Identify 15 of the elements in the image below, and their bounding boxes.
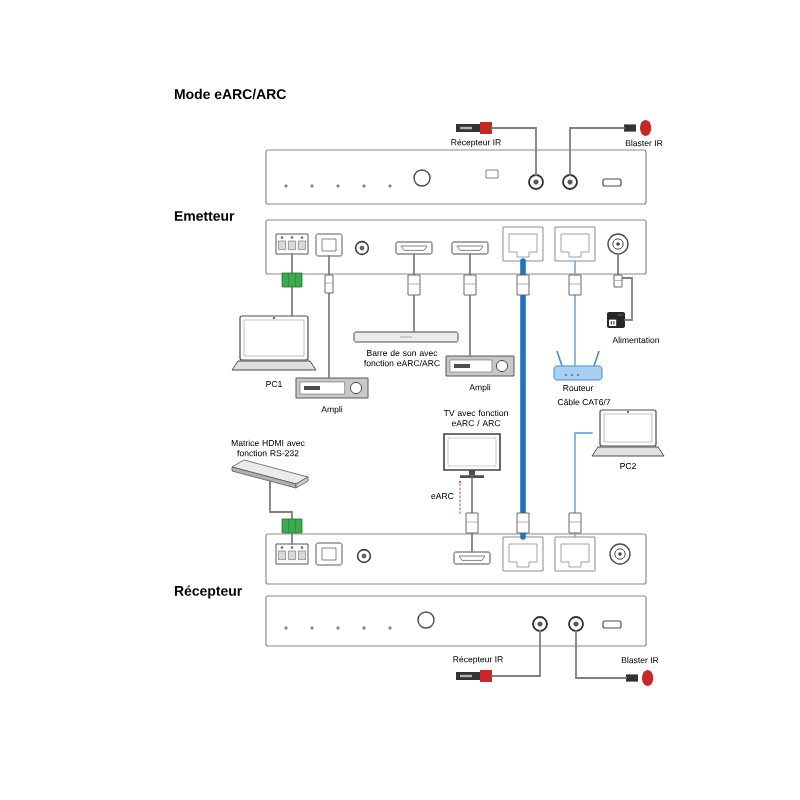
- ir-jack: [568, 616, 584, 632]
- ethernet-port: [554, 226, 596, 262]
- hdmi-port: [451, 241, 489, 255]
- power-jack: [607, 233, 629, 255]
- device-panel: [265, 149, 647, 205]
- ir-jack: [532, 616, 548, 632]
- terminal-block: [275, 543, 309, 565]
- device-panel: [265, 595, 647, 647]
- optical-port: [315, 233, 343, 257]
- ethernet-port: [554, 536, 596, 572]
- ethernet-port: [502, 226, 544, 262]
- hdmi-port: [395, 241, 433, 255]
- hdmi-port: [453, 551, 491, 565]
- terminal-block: [275, 233, 309, 255]
- ethernet-port: [502, 536, 544, 572]
